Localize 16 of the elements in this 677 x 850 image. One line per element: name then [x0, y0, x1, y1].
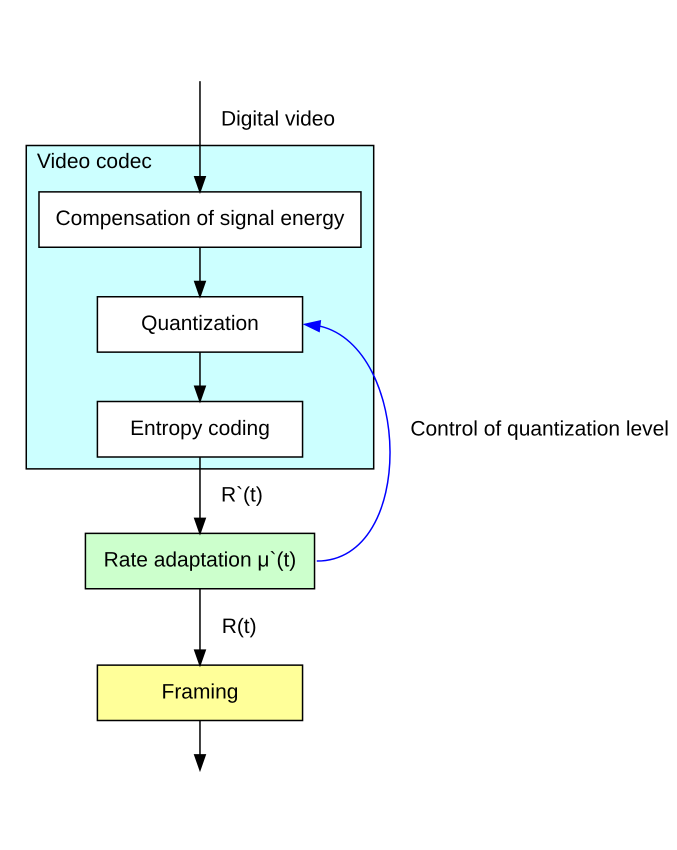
node-box: Compensation of signal energy	[38, 190, 362, 248]
node-box: Framing	[96, 664, 304, 721]
edge-label: Digital video	[220, 107, 336, 130]
node-box: Entropy coding	[96, 400, 304, 458]
arrow	[194, 456, 206, 536]
node-box: Rate adaptation μ`(t)	[84, 532, 316, 589]
arrow	[194, 246, 206, 298]
node-box: Quantization	[96, 295, 304, 352]
edge-label: R(t)	[222, 614, 257, 638]
arrow	[302, 319, 391, 562]
edge-label: Control of quantization level	[410, 417, 669, 440]
arrow	[194, 720, 206, 772]
arrow	[194, 588, 206, 667]
edge-label: R`(t)	[220, 482, 263, 506]
arrow	[194, 80, 206, 194]
arrow	[194, 352, 206, 404]
